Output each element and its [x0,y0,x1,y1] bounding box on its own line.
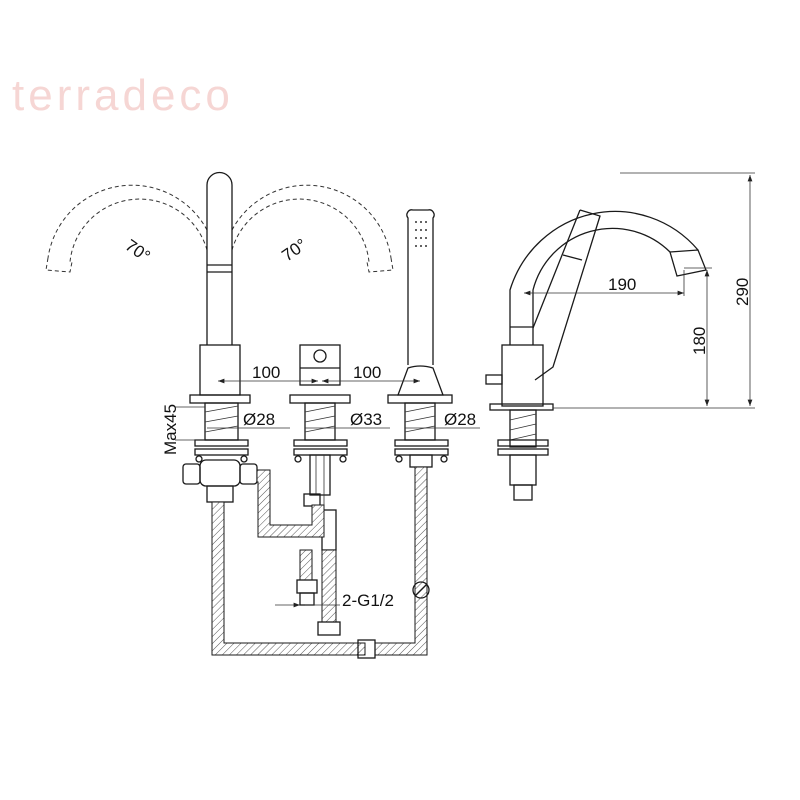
dim-swivel-right: 70° [278,235,310,265]
dim-diameter-spout: Ø28 [243,410,275,429]
spout-side-view [485,209,707,501]
dim-max-deck: Max45 [161,404,180,455]
dim-spout-height: 180 [690,327,709,355]
dim-spacing-left: 100 [252,363,280,382]
spout-front-view [45,171,394,503]
handshower-front-view [387,209,453,468]
hoses [211,466,430,659]
watermark-text: terradeco [12,71,234,120]
swivel-arc-right [231,184,392,259]
dim-swivel-left: 70° [122,236,154,266]
dim-reach: 190 [608,275,636,294]
dim-connection: 2-G1/2 [342,591,394,610]
mixer-front-view [289,344,351,551]
dim-spacing-right: 100 [353,363,381,382]
swivel-arc-left [47,184,208,259]
dim-total-height: 290 [733,278,752,306]
dim-diameter-mixer: Ø33 [350,410,382,429]
dimension-lines [175,172,755,608]
dim-diameter-shower: Ø28 [444,410,476,429]
